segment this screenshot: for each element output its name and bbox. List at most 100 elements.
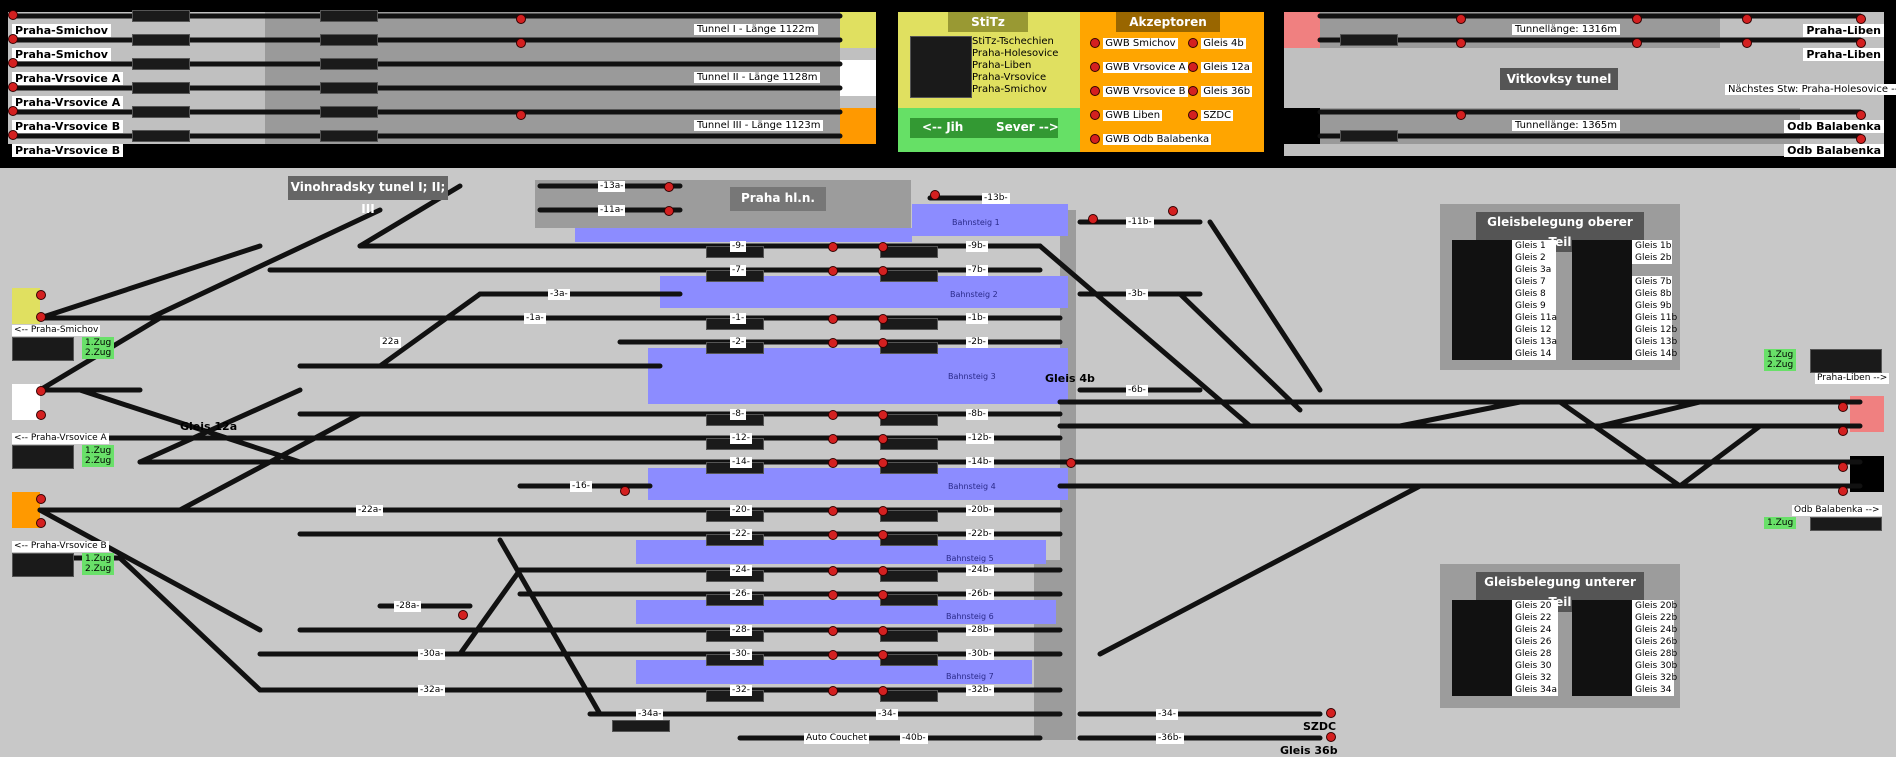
signal-icon[interactable] [828,266,838,276]
akzeptor-item[interactable]: GWB Odb Balabenka [1103,134,1212,145]
signal-icon[interactable] [1456,38,1466,48]
stitz-item[interactable]: Praha-Smichov [972,84,1047,95]
signal-icon[interactable] [1856,134,1866,144]
signal-icon[interactable] [36,290,46,300]
gleis-item: Gleis 8b [1632,288,1672,300]
akzeptor-item[interactable]: GWB Vrsovice A [1103,62,1188,73]
signal-icon[interactable] [8,10,18,20]
south-arrow-button[interactable]: <-- Jih [922,120,964,134]
signal-icon[interactable] [828,434,838,444]
signal-icon[interactable] [1632,14,1642,24]
akzeptor-item[interactable]: GWB Liben [1103,110,1163,121]
signal-icon[interactable] [8,34,18,44]
signal-icon[interactable] [1838,402,1848,412]
signal-icon[interactable] [1742,14,1752,24]
signal-icon[interactable] [8,130,18,140]
signal-icon[interactable] [828,530,838,540]
signal-icon[interactable] [828,242,838,252]
signal-icon[interactable] [878,266,888,276]
signal-icon[interactable] [664,182,674,192]
signal-icon[interactable] [828,590,838,600]
signal-icon[interactable] [8,106,18,116]
signal-icon[interactable] [878,338,888,348]
signal-icon[interactable] [878,626,888,636]
signal-icon[interactable] [1066,458,1076,468]
signal-icon[interactable] [1838,426,1848,436]
track-label-8: -8- [730,409,747,420]
signal-icon[interactable] [1742,38,1752,48]
signal-icon[interactable] [8,58,18,68]
train-queue-vrsovice-b [12,553,74,577]
signal-icon[interactable] [878,410,888,420]
signal-icon[interactable] [828,410,838,420]
signal-icon[interactable] [930,190,940,200]
signal-icon[interactable] [828,314,838,324]
signal-icon[interactable] [1168,206,1178,216]
zug-box-vrsovice-b: 1.Zug 2.Zug [82,553,115,575]
track-occupancy-block [132,130,190,142]
occupancy-top-right-slot [1572,240,1632,360]
stitz-item[interactable]: Praha-Holesovice [972,48,1059,59]
signal-icon[interactable] [878,590,888,600]
signal-icon[interactable] [1326,732,1336,742]
akzeptoren-right-list: Gleis 4b Gleis 12a Gleis 36b SZDC [1188,36,1253,132]
track-label-28b: -28b- [966,625,994,636]
signal-icon[interactable] [8,82,18,92]
signal-icon[interactable] [1088,214,1098,224]
akzeptor-item[interactable]: SZDC [1201,110,1234,121]
track-label-1: -1- [730,313,747,324]
signal-icon[interactable] [36,386,46,396]
signal-icon[interactable] [36,518,46,528]
signal-icon[interactable] [828,338,838,348]
gleis-item: Gleis 13b [1632,336,1677,348]
track-segment [1097,483,1423,657]
signal-icon[interactable] [1838,462,1848,472]
track-label-24b: -24b- [966,565,994,576]
signal-icon[interactable] [1856,110,1866,120]
north-arrow-button[interactable]: Sever --> [996,120,1059,134]
signal-icon[interactable] [878,566,888,576]
signal-icon[interactable] [878,434,888,444]
signal-icon[interactable] [1632,38,1642,48]
stitz-item[interactable]: Praha-Vrsovice [972,72,1047,83]
signal-icon[interactable] [458,610,468,620]
signal-icon[interactable] [828,626,838,636]
signal-icon[interactable] [516,110,526,120]
signal-icon[interactable] [878,506,888,516]
signal-icon[interactable] [516,38,526,48]
signal-icon[interactable] [828,566,838,576]
akzeptor-item[interactable]: GWB Vrsovice B [1103,86,1188,97]
signal-icon[interactable] [878,242,888,252]
signal-icon[interactable] [664,206,674,216]
akzeptor-item[interactable]: Gleis 12a [1201,62,1252,73]
signal-icon[interactable] [1456,14,1466,24]
signal-icon[interactable] [36,410,46,420]
akzeptor-item[interactable]: Gleis 36b [1201,86,1253,97]
signal-icon[interactable] [828,506,838,516]
signal-icon[interactable] [828,458,838,468]
gleis-36b-label: Gleis 36b [1280,744,1338,757]
stitz-item[interactable]: StiTz-Tschechien [972,36,1054,47]
signal-icon[interactable] [878,530,888,540]
akzeptor-item[interactable]: Gleis 4b [1201,38,1246,49]
signal-icon[interactable] [620,486,630,496]
signal-icon[interactable] [878,650,888,660]
signal-icon[interactable] [1856,38,1866,48]
gleis-item: Gleis 2b [1632,252,1672,264]
signal-icon[interactable] [516,14,526,24]
signal-icon[interactable] [1456,110,1466,120]
signal-icon[interactable] [878,458,888,468]
stitz-item[interactable]: Praha-Liben [972,60,1032,71]
signal-icon[interactable] [878,686,888,696]
signal-icon[interactable] [1838,486,1848,496]
signal-icon[interactable] [878,314,888,324]
signal-icon[interactable] [36,494,46,504]
signal-icon[interactable] [1856,14,1866,24]
signal-icon[interactable] [1326,708,1336,718]
gleis-item: Gleis 24 [1512,624,1558,636]
signal-icon[interactable] [36,312,46,322]
signal-icon[interactable] [828,686,838,696]
signal-icon[interactable] [828,650,838,660]
akzeptor-item[interactable]: GWB Smichov [1103,38,1178,49]
